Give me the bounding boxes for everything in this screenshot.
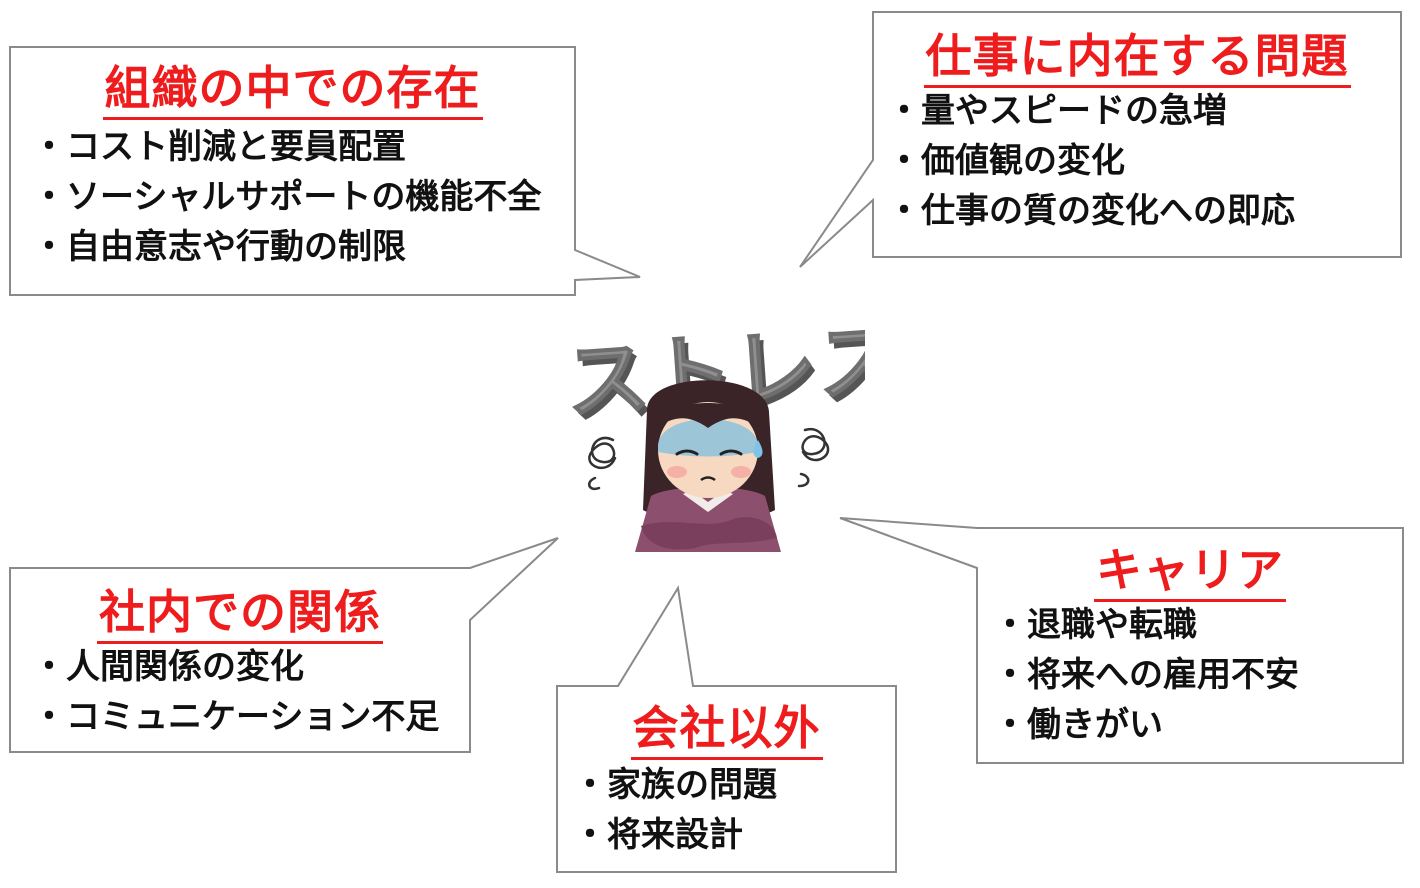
callout-inner-title: 社内での関係	[10, 584, 470, 644]
svg-text:ストレス: ストレス	[562, 310, 865, 431]
stress-word: ストレス ストレス	[561, 310, 865, 438]
callout-outside-title: 会社以外	[557, 700, 896, 760]
cheek-left	[667, 466, 687, 478]
list-item: ・将来設計	[573, 815, 743, 855]
callout-work-title: 仕事に内在する問題	[873, 28, 1401, 88]
stress-squiggle-icons	[587, 427, 830, 491]
callout-org-list: ・コスト削減と要員配置 ・ソーシャルサポートの機能不全 ・自由意志や行動の制限	[32, 122, 575, 272]
list-item: ・ソーシャルサポートの機能不全	[32, 177, 542, 217]
callout-career: キャリア ・退職や転職 ・将来への雇用不安 ・働きがい	[977, 542, 1403, 750]
callout-org-title: 組織の中での存在	[10, 60, 575, 120]
squiggle-right-icon	[797, 427, 830, 488]
hair-bangs	[653, 403, 763, 430]
cheek-right	[731, 466, 751, 478]
callout-outside: 会社以外 ・家族の問題 ・将来設計	[557, 700, 896, 860]
sweat-drop-icon	[753, 440, 763, 458]
callout-career-title: キャリア	[977, 542, 1403, 602]
callout-org-outline	[9, 46, 641, 296]
crossed-arms	[641, 517, 777, 550]
mouth	[700, 476, 716, 482]
callout-org: 組織の中での存在 ・コスト削減と要員配置 ・ソーシャルサポートの機能不全 ・自由…	[10, 60, 575, 272]
stress-face-shade	[658, 419, 758, 457]
callout-work-outline	[799, 11, 1402, 268]
list-item: ・働きがい	[993, 705, 1163, 745]
squiggle-left-icon	[587, 436, 617, 491]
callout-outside-outline	[556, 585, 897, 873]
callout-work: 仕事に内在する問題 ・量やスピードの急増 ・価値観の変化 ・仕事の質の変化への即…	[873, 28, 1401, 236]
stressed-person-illustration: ストレス ストレス	[561, 310, 865, 552]
list-item: ・自由意志や行動の制限	[32, 227, 406, 267]
list-item: ・将来への雇用不安	[993, 655, 1299, 695]
callout-inner-outline	[9, 537, 559, 753]
list-item: ・退職や転職	[993, 605, 1197, 645]
callout-career-list: ・退職や転職 ・将来への雇用不安 ・働きがい	[993, 600, 1403, 750]
callout-career-outline	[839, 517, 1404, 764]
closed-eyes-icon	[675, 449, 743, 456]
list-item: ・コミュニケーション不足	[32, 697, 440, 737]
list-item: ・人間関係の変化	[32, 647, 304, 687]
callout-work-list: ・量やスピードの急増 ・価値観の変化 ・仕事の質の変化への即応	[887, 86, 1401, 236]
list-item: ・量やスピードの急増	[887, 91, 1227, 131]
callout-inner: 社内での関係 ・人間関係の変化 ・コミュニケーション不足	[10, 584, 470, 742]
list-item: ・価値観の変化	[887, 141, 1125, 181]
list-item: ・仕事の質の変化への即応	[887, 191, 1295, 231]
callout-outside-list: ・家族の問題 ・将来設計	[573, 760, 896, 860]
callout-inner-list: ・人間関係の変化 ・コミュニケーション不足	[32, 642, 470, 742]
list-item: ・コスト削減と要員配置	[32, 127, 406, 167]
list-item: ・家族の問題	[573, 765, 777, 805]
